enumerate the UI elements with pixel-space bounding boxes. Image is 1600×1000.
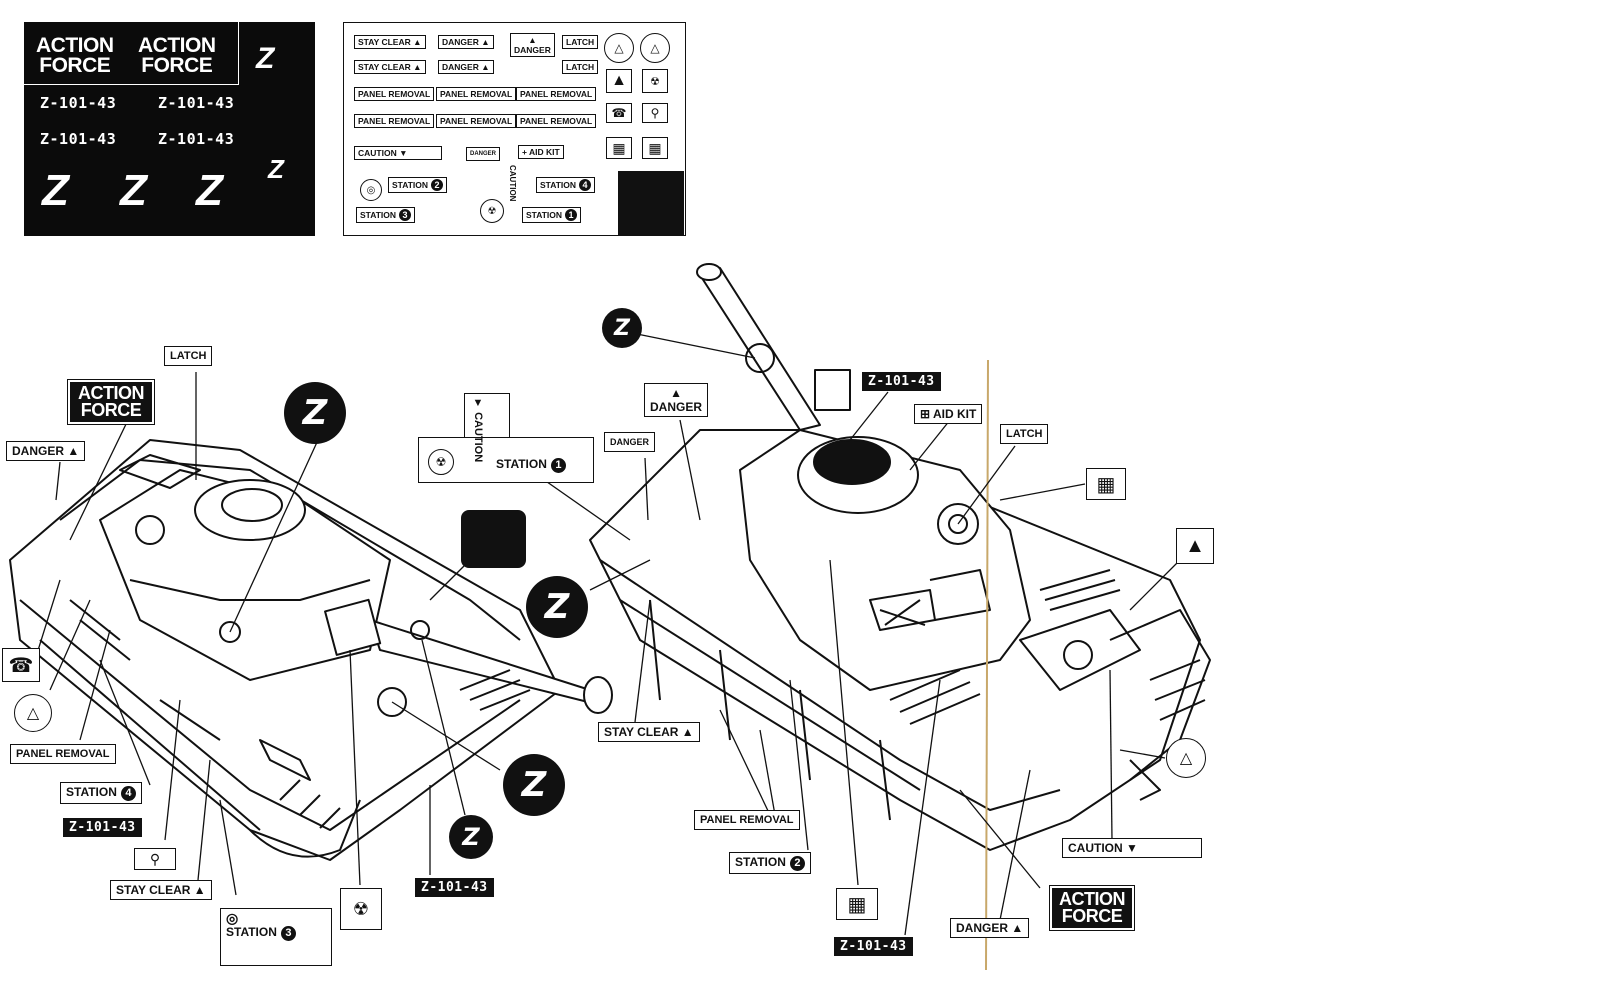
first-aid-icon: ⊞ (920, 407, 931, 421)
danger-decal: DANGER ▲ (438, 35, 494, 49)
caution-callout: CAUTION ▼ (1062, 838, 1202, 858)
z-symbol-icon: Z (449, 815, 493, 859)
black-square-decal (461, 510, 526, 568)
grid-icon: ▦ (642, 137, 668, 159)
grid-icon: ▦ (836, 888, 878, 920)
circle-triangle-icon: △ (640, 33, 670, 63)
decal-sheet-light: STAY CLEAR ▲ DANGER ▲ ▲DANGER LATCH STAY… (343, 22, 686, 236)
z-symbol-icon: Z (268, 154, 284, 184)
latch-decal: LATCH (562, 35, 599, 49)
circle-triangle-icon: △ (604, 33, 634, 63)
caution-decal: CAUTION ▼ (354, 146, 442, 160)
circle-triangle-icon: △ (1166, 738, 1206, 778)
code-callout: Z-101-43 (415, 878, 494, 897)
panel-removal-decal: PANEL REMOVAL (354, 87, 435, 101)
radiation-icon: ☢ (480, 199, 504, 223)
caution-vertical-label: ▼ CAUTION (472, 397, 484, 463)
stay-clear-callout: STAY CLEAR ▲ (110, 880, 212, 900)
panel-removal-decal: PANEL REMOVAL (436, 87, 517, 101)
target-icon: ◎ (360, 179, 382, 201)
panel-removal-decal: PANEL REMOVAL (354, 114, 435, 128)
logo-panel (24, 22, 239, 85)
z-symbol-icon: Z (256, 42, 275, 75)
latch-decal: LATCH (562, 60, 599, 74)
panel-removal-decal: PANEL REMOVAL (516, 114, 597, 128)
code-decal: Z-101-43 (158, 130, 235, 148)
radiation-icon: ☢ (428, 449, 454, 475)
stay-clear-decal: STAY CLEAR ▲ (354, 35, 426, 49)
z-symbol-icon: Z (284, 382, 346, 444)
code-decal: Z-101-43 (158, 94, 235, 112)
radiation-icon: ☢ (642, 69, 668, 93)
z-symbol-icon: Z (120, 166, 147, 215)
code-callout: Z-101-43 (862, 372, 941, 391)
code-decal: Z-101-43 (40, 94, 117, 112)
danger-callout: ▲DANGER (644, 383, 709, 417)
z-symbol-icon: Z (503, 754, 565, 816)
caution-vertical-decal: CAUTION (508, 165, 517, 202)
panel-removal-callout: PANEL REMOVAL (694, 810, 800, 830)
panel-removal-decal: PANEL REMOVAL (436, 114, 517, 128)
code-callout: Z-101-43 (834, 937, 913, 956)
grid-icon: ▦ (606, 137, 632, 159)
chevron-up-icon: ▲ (1176, 528, 1214, 564)
target-icon: ◎ (226, 910, 239, 926)
left-tank-drawing (10, 440, 612, 860)
stay-clear-decal: STAY CLEAR ▲ (354, 60, 426, 74)
wrench-icon: ⚲ (134, 848, 176, 870)
grid-icon: ▦ (1086, 468, 1126, 500)
danger-decal: DANGER ▲ (438, 60, 494, 74)
code-callout: Z-101-43 (63, 818, 142, 837)
leader-lines (35, 334, 1180, 935)
black-square-decal (618, 171, 684, 235)
chevron-up-icon: ▲ (606, 69, 632, 93)
z-symbol-icon: Z (42, 166, 69, 215)
danger-small-callout: DANGER (604, 432, 656, 452)
panel-removal-decal: PANEL REMOVAL (516, 87, 597, 101)
right-tank-drawing (590, 264, 1210, 850)
z-symbol-icon: Z (196, 166, 223, 215)
phone-icon: ☎ (2, 648, 40, 682)
aid-kit-callout: ⊞ AID KIT (914, 404, 983, 424)
code-decal: Z-101-43 (40, 130, 117, 148)
stay-clear-callout: STAY CLEAR ▲ (598, 722, 700, 742)
danger-callout: DANGER ▲ (950, 918, 1030, 938)
phone-icon: ☎ (606, 103, 632, 123)
wrench-icon: ⚲ (642, 103, 668, 123)
z-symbol-icon: Z (602, 308, 642, 348)
z-symbol-icon: Z (526, 576, 588, 638)
danger-decal: DANGER (466, 147, 501, 161)
latch-callout: LATCH (164, 346, 213, 366)
circle-triangle-icon: △ (14, 694, 52, 732)
danger-callout: DANGER ▲ (6, 441, 86, 461)
panel-removal-callout: PANEL REMOVAL (10, 744, 116, 764)
radiation-icon: ☢ (340, 888, 382, 930)
danger-decal: ▲DANGER (510, 33, 555, 57)
aid-kit-decal: + AID KIT (518, 145, 564, 159)
fold-line (986, 360, 988, 970)
latch-callout: LATCH (1000, 424, 1049, 444)
